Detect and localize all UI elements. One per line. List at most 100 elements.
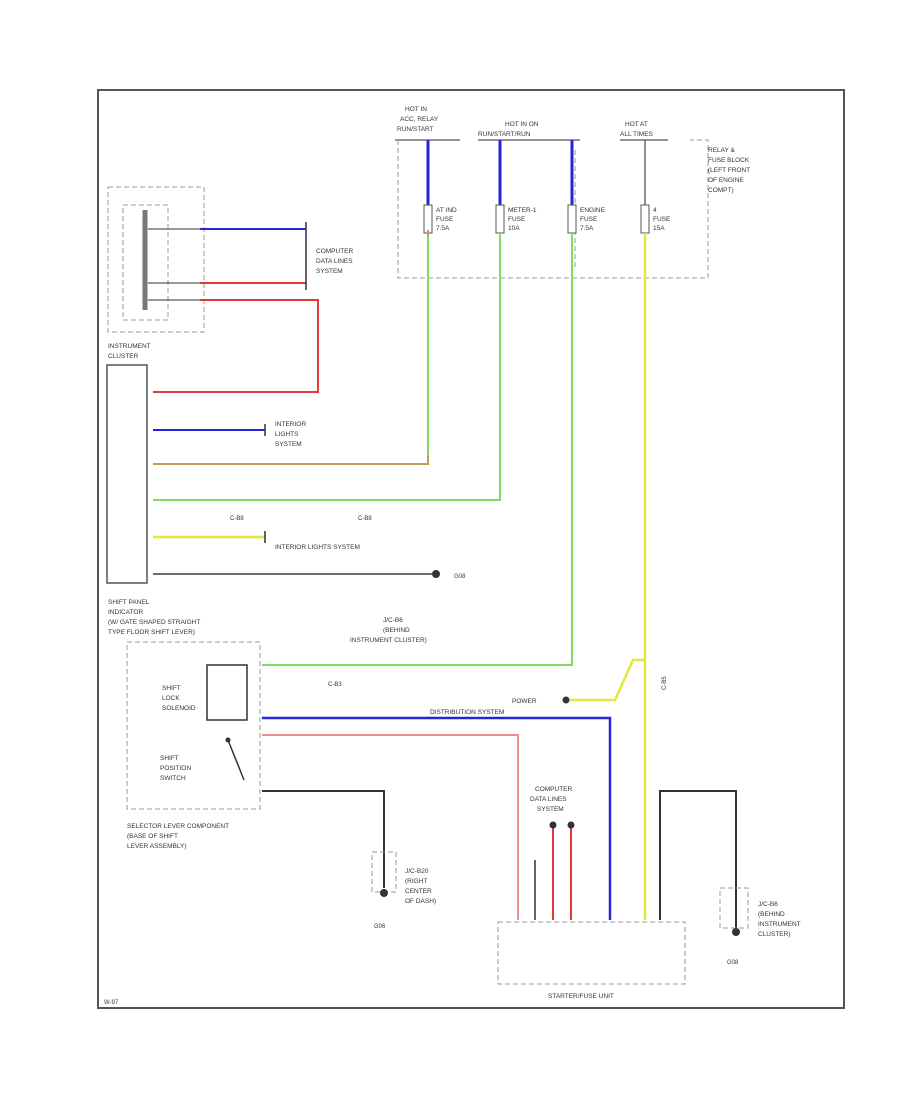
connector-label-3: C-B3	[328, 682, 342, 688]
ground-id-3: G08	[727, 960, 739, 966]
fuse-at-ind-label-1: AT IND	[436, 207, 457, 214]
shift-switch-pivot	[225, 737, 231, 743]
fuse-engine-label-3: 7.5A	[580, 225, 594, 232]
ground-cluster-label-3: INSTRUMENT CLUSTER)	[350, 637, 427, 644]
hot-run-label-2: RUN/START/RUN	[478, 131, 531, 138]
solenoid-wire-blue	[262, 716, 612, 920]
hot-acc-label-3: RUN/START	[397, 126, 434, 133]
fuse-engine	[567, 204, 577, 234]
selector-lever-box	[126, 641, 261, 810]
ground-cluster-2-label-1: J/C-B6	[758, 901, 778, 908]
relay-block-label-3: (LEFT FRONT	[708, 167, 750, 174]
ground-cluster-label-1: J/C-B6	[383, 617, 403, 624]
ground-cluster-2-label-3: INSTRUMENT	[758, 921, 801, 928]
connector-label-1: C-B8	[230, 516, 244, 522]
ground-cluster-2-label-4: CLUSTER)	[758, 931, 791, 938]
interior-lights-label-3: SYSTEM	[275, 441, 302, 448]
yellow-feed-branch	[570, 658, 645, 702]
switch-ground-wire	[262, 790, 385, 888]
solenoid-label-1: SHIFT	[162, 685, 181, 692]
ground-id-2: G06	[374, 924, 386, 930]
fuse-at-ind-label-2: FUSE	[436, 216, 454, 223]
interior-lights-label-2: LIGHTS	[275, 431, 299, 438]
hot-run-label-1: HOT IN ON	[505, 121, 539, 128]
computer-data-lines-label-1: COMPUTER	[316, 248, 354, 255]
shift-switch-contact	[227, 739, 245, 781]
fuse-at-ind-label-3: 7.5A	[436, 225, 450, 232]
hot-acc-label-2: ACC, RELAY	[400, 116, 439, 123]
relay-block-label-2: FUSE BLOCK	[708, 157, 750, 164]
shift-panel-label-3: (W/ GATE SHAPED STRAIGHT	[108, 619, 200, 626]
data-terminal-1	[549, 821, 557, 829]
hot-acc-label-1: HOT IN	[405, 106, 427, 113]
selector-lever-label-1: SELECTOR LEVER COMPONENT	[127, 823, 229, 830]
distribution-label: DISTRIBUTION SYSTEM	[430, 709, 504, 716]
instrument-cluster-box	[106, 364, 148, 584]
computer-data-lines-label-3: SYSTEM	[316, 268, 343, 275]
red-loop-wire	[153, 299, 319, 393]
cluster-wire-green	[153, 233, 501, 501]
data-terminal-2	[567, 821, 575, 829]
fuse-meter-1	[495, 204, 505, 234]
instrument-cluster-label-1: INSTRUMENT	[108, 343, 151, 350]
fuse-hot-label-1: 4	[653, 207, 657, 214]
fuse-at-ind	[423, 204, 433, 234]
power-label: POWER	[512, 698, 537, 705]
cluster-wire-tan	[153, 230, 429, 465]
fuse-hot	[640, 204, 650, 234]
relay-block-label-5: COMPT)	[708, 187, 734, 194]
computer-data-lines-2-label-3: SYSTEM	[537, 806, 564, 813]
fuse-engine-label-2: FUSE	[580, 216, 598, 223]
connector-label-2: C-B8	[358, 516, 372, 522]
ground-connector-right	[719, 887, 749, 929]
starter-fuse-unit-box	[497, 921, 686, 985]
relay-block-label-4: OF ENGINE	[708, 177, 744, 184]
cluster-upper-dashed-box	[107, 186, 205, 333]
interior-lights-system-label: INTERIOR LIGHTS SYSTEM	[275, 544, 360, 551]
fuse-hot-label-2: FUSE	[653, 216, 671, 223]
selector-lever-label-2: (BASE OF SHIFT	[127, 833, 178, 840]
solenoid-label-2: LOCK	[162, 695, 180, 702]
power-terminal	[562, 696, 570, 704]
interior-lights-label-1: INTERIOR	[275, 421, 306, 428]
ground-cluster-2-label-2: (BEHIND	[758, 911, 785, 918]
ground-center-label-4: OF DASH)	[405, 898, 436, 905]
fuse-meter-label-3: 10A	[508, 225, 520, 232]
ground-point-cluster	[432, 570, 440, 578]
computer-data-lines-label-2: DATA LINES	[316, 258, 353, 265]
computer-data-lines-2-label-1: COMPUTER	[535, 786, 573, 793]
diagram-frame	[97, 89, 845, 1009]
fuse-meter-label-1: METER-1	[508, 207, 537, 214]
control-ground-wire	[659, 790, 737, 930]
relay-block-label-1: RELAY &	[708, 147, 736, 154]
fuse-engine-label-1: ENGINE	[580, 207, 606, 214]
connector-label-4: C-B5	[662, 676, 668, 690]
selector-lever-label-3: LEVER ASSEMBLY)	[127, 843, 187, 850]
switch-wire-pink	[262, 734, 519, 920]
fuse-box-outline	[397, 139, 709, 279]
instrument-cluster-label-2: CLUSTER	[108, 353, 139, 360]
fuse-meter-label-2: FUSE	[508, 216, 526, 223]
shift-lock-solenoid	[206, 664, 248, 721]
fuse-hot-label-3: 15A	[653, 225, 665, 232]
solenoid-label-3: SOLENOID	[162, 705, 196, 712]
starter-fuse-unit-label: STARTER/FUSE UNIT	[548, 993, 614, 1000]
ground-center-label-1: J/C-B20	[405, 868, 429, 875]
ground-point-center	[380, 889, 388, 897]
footer-code: W-97	[104, 1000, 119, 1006]
shift-panel-label-1: SHIFT PANEL	[108, 599, 150, 606]
ground-center-label-2: (RIGHT	[405, 878, 427, 885]
ground-cluster-label-2: (BEHIND	[383, 627, 410, 634]
hot-always-label-1: HOT AT	[625, 121, 648, 128]
shift-panel-wire-green	[262, 233, 573, 666]
ground-center-label-3: CENTER	[405, 888, 432, 895]
shift-panel-label-4: TYPE FLOOR SHIFT LEVER)	[108, 629, 195, 636]
shift-switch-label-3: SWITCH	[160, 775, 186, 782]
shift-switch-label-2: POSITION	[160, 765, 191, 772]
shift-panel-label-2: INDICATOR	[108, 609, 143, 616]
computer-data-lines-2-label-2: DATA LINES	[530, 796, 567, 803]
ground-id-1: G08	[454, 574, 466, 580]
hot-always-label-2: ALL TIMES	[620, 131, 654, 138]
shift-switch-label-1: SHIFT	[160, 755, 179, 762]
